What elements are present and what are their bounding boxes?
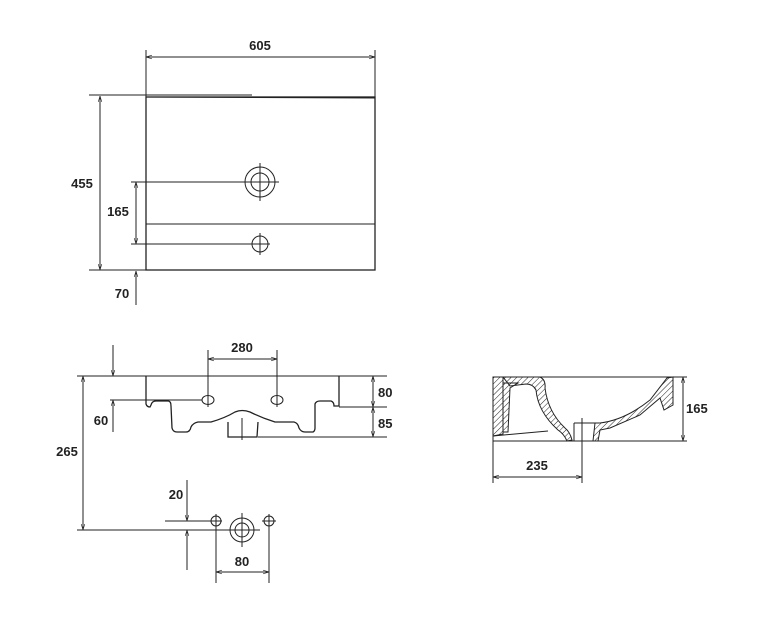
section-view: 165 235 (492, 376, 708, 483)
waste-offset-label: 20 (169, 487, 183, 502)
section-height-label: 165 (686, 401, 708, 416)
section-wall-right (592, 376, 674, 442)
front-view: 280 60 265 80 85 (56, 340, 392, 531)
depth-label: 455 (71, 176, 93, 191)
width-label: 605 (249, 38, 271, 53)
rim-height-label: 80 (378, 385, 392, 400)
waste-outlet-icon (229, 513, 255, 547)
section-wall-left (501, 376, 573, 442)
top-view: 605 455 165 70 (71, 38, 376, 305)
drain-distance-label: 235 (526, 458, 548, 473)
drain-hole-icon (131, 163, 279, 201)
basin-profile-front (145, 376, 340, 433)
bowl-depth-label: 85 (378, 416, 392, 431)
tap-hole-icon (131, 233, 270, 255)
tap-spacing-label: 280 (231, 340, 253, 355)
total-height-label: 265 (56, 444, 78, 459)
waste-detail: 20 80 (165, 480, 276, 583)
tap-height-label: 60 (94, 413, 108, 428)
tap-offset-label: 165 (107, 204, 129, 219)
overflow-offset-label: 70 (115, 286, 129, 301)
fixing-spacing-label: 80 (235, 554, 249, 569)
